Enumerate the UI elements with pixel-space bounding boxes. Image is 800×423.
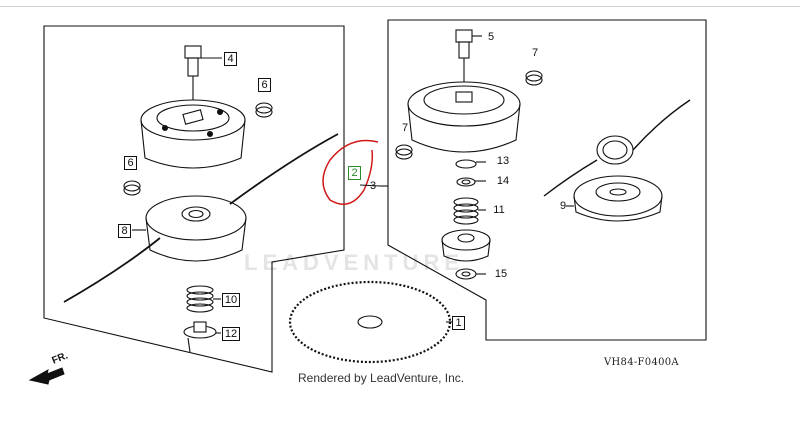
washer-6-lower (123, 180, 141, 196)
callout-6-upper: 6 (258, 78, 271, 92)
left-assembly-outline (43, 25, 345, 373)
callout-3: 3 (369, 180, 377, 192)
callout-6-lower: 6 (124, 156, 137, 170)
washer-7-upper (525, 70, 543, 86)
callout-5: 5 (487, 31, 495, 43)
washer-7-lower (395, 144, 413, 160)
highlight-circle (322, 139, 379, 205)
callout-7-lower: 7 (401, 122, 409, 134)
trimmer-head-8-drawing (63, 133, 339, 303)
hub-drawing (140, 99, 246, 169)
spring-coil-drawing (543, 99, 691, 197)
callout-13: 13 (496, 155, 510, 167)
bolt-4-drawing (184, 45, 222, 100)
spring-10-drawing (186, 285, 221, 313)
callout-7-upper: 7 (531, 47, 539, 59)
saw-blade-1-drawing (288, 280, 452, 364)
holder-cap-drawing (441, 229, 491, 262)
callout-11: 11 (493, 204, 505, 216)
top-divider (0, 6, 800, 7)
right-assembly-outline (387, 19, 707, 341)
callout-1: 1 (452, 316, 465, 330)
washer-6-upper (255, 102, 273, 118)
watermark: LEADVENTURE (244, 250, 465, 275)
callout-4: 4 (224, 52, 237, 66)
diagram-code: VH84-F0400A (604, 357, 679, 368)
callout-9: 9 (559, 200, 567, 212)
bolt-5-drawing (455, 29, 482, 85)
callout-12: 12 (222, 327, 240, 341)
callout-10: 10 (222, 293, 240, 307)
washer-13-drawing (455, 159, 486, 169)
rendered-by-credit: Rendered by LeadVenture, Inc. (298, 371, 465, 385)
callout-8: 8 (118, 224, 131, 238)
spring-11-drawing (453, 197, 486, 225)
pulley-9-drawing (566, 175, 663, 222)
front-direction-arrow (28, 367, 65, 385)
callout-14: 14 (496, 175, 510, 187)
bump-knob-12-drawing (183, 321, 221, 353)
callout-15: 15 (494, 268, 508, 280)
nut-15-drawing (455, 268, 486, 280)
nut-14-drawing (456, 177, 486, 187)
callout-2: 2 (348, 166, 361, 180)
pulley-hub-drawing (407, 81, 521, 153)
